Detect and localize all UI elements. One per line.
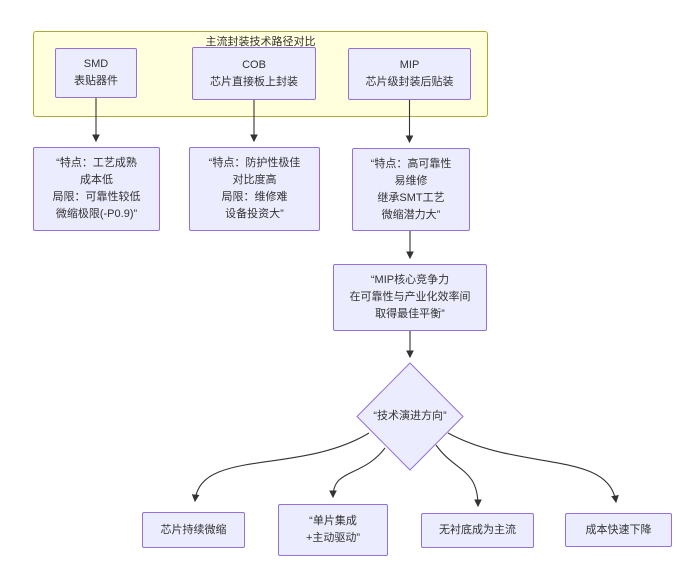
outcome-3-line-1: 无衬底成为主流 — [439, 524, 516, 536]
edge-decision-to-outcome-2 — [329, 447, 386, 499]
feature-smd-line-4: 微缩极限(-P0.9)” — [55, 208, 138, 220]
feature-mip-line-3: 继承SMT工艺 — [377, 191, 445, 204]
core-competency-box: “MIP核心竞争力 在可靠性与产业化效率间 取得最佳平衡” — [333, 264, 487, 331]
feature-cob-line-3: 局限：维修难 — [221, 191, 288, 203]
feature-smd-line-3: 局限：可靠性较低 — [52, 191, 141, 203]
feature-box-cob: “特点：防护性极佳 对比度高 局限：维修难 设备投资大” — [189, 147, 320, 231]
outcome-box-monolithic: “单片集成 +主动驱动” — [278, 504, 388, 556]
node-cob-desc: 芯片直接板上封装 — [210, 75, 298, 88]
node-cob-name: COB — [242, 58, 266, 71]
feature-cob-line-4: 设备投资大” — [225, 208, 284, 220]
feature-mip-line-4: 微缩潜力大” — [381, 208, 441, 221]
feature-cob-line-1: “特点：防护性极佳 — [208, 157, 301, 169]
feature-mip-line-2: 易维修 — [394, 174, 428, 187]
node-smd-name: SMD — [83, 58, 109, 70]
node-smd: SMD 表贴器件 — [55, 48, 137, 98]
feature-box-mip: “特点：高可靠性 易维修 继承SMT工艺 微缩潜力大” — [352, 148, 470, 231]
outcome-1-line-1: 芯片持续微缩 — [160, 523, 227, 536]
node-cob: COB 芯片直接板上封装 — [192, 47, 316, 100]
outcome-2-line-1: “单片集成 — [309, 515, 357, 527]
edge-decision-to-outcome-1 — [191, 432, 370, 503]
decision-diamond — [356, 362, 464, 471]
core-line-1: “MIP核心竞争力 — [370, 274, 450, 286]
edge-decision-to-outcome-3 — [435, 444, 482, 508]
outcome-box-chip-shrink: 芯片持续微缩 — [142, 512, 245, 548]
node-mip-name: MIP — [399, 59, 420, 71]
outcome-2-line-2: +主动驱动” — [305, 532, 361, 544]
decision-label-text: “技术演进方向” — [373, 409, 447, 422]
decision-diamond-label: “技术演进方向” — [355, 405, 465, 427]
node-mip-desc: 芯片级封装后贴装 — [365, 76, 454, 88]
group-title: 主流封装技术路径对比 — [205, 36, 316, 48]
node-mip: MIP 芯片级封装后贴装 — [348, 48, 471, 100]
core-line-3: 取得最佳平衡” — [375, 308, 445, 320]
edge-decision-to-outcome-4 — [447, 432, 619, 504]
feature-box-smd: “特点：工艺成熟 成本低 局限：可靠性较低 微缩极限(-P0.9)” — [33, 147, 160, 231]
core-line-2: 在可靠性与产业化效率间 — [349, 291, 471, 303]
node-smd-desc: 表贴器件 — [74, 75, 118, 87]
feature-smd-line-1: “特点：工艺成熟 — [56, 157, 137, 169]
feature-smd-line-2: 成本低 — [80, 174, 113, 186]
feature-cob-line-2: 对比度高 — [232, 174, 277, 186]
outcome-box-substrateless: 无衬底成为主流 — [421, 513, 534, 548]
outcome-4-line-1: 成本快速下降 — [585, 523, 652, 536]
feature-mip-line-1: “特点：高可靠性 — [370, 157, 452, 170]
outcome-box-cost-down: 成本快速下降 — [565, 513, 672, 547]
